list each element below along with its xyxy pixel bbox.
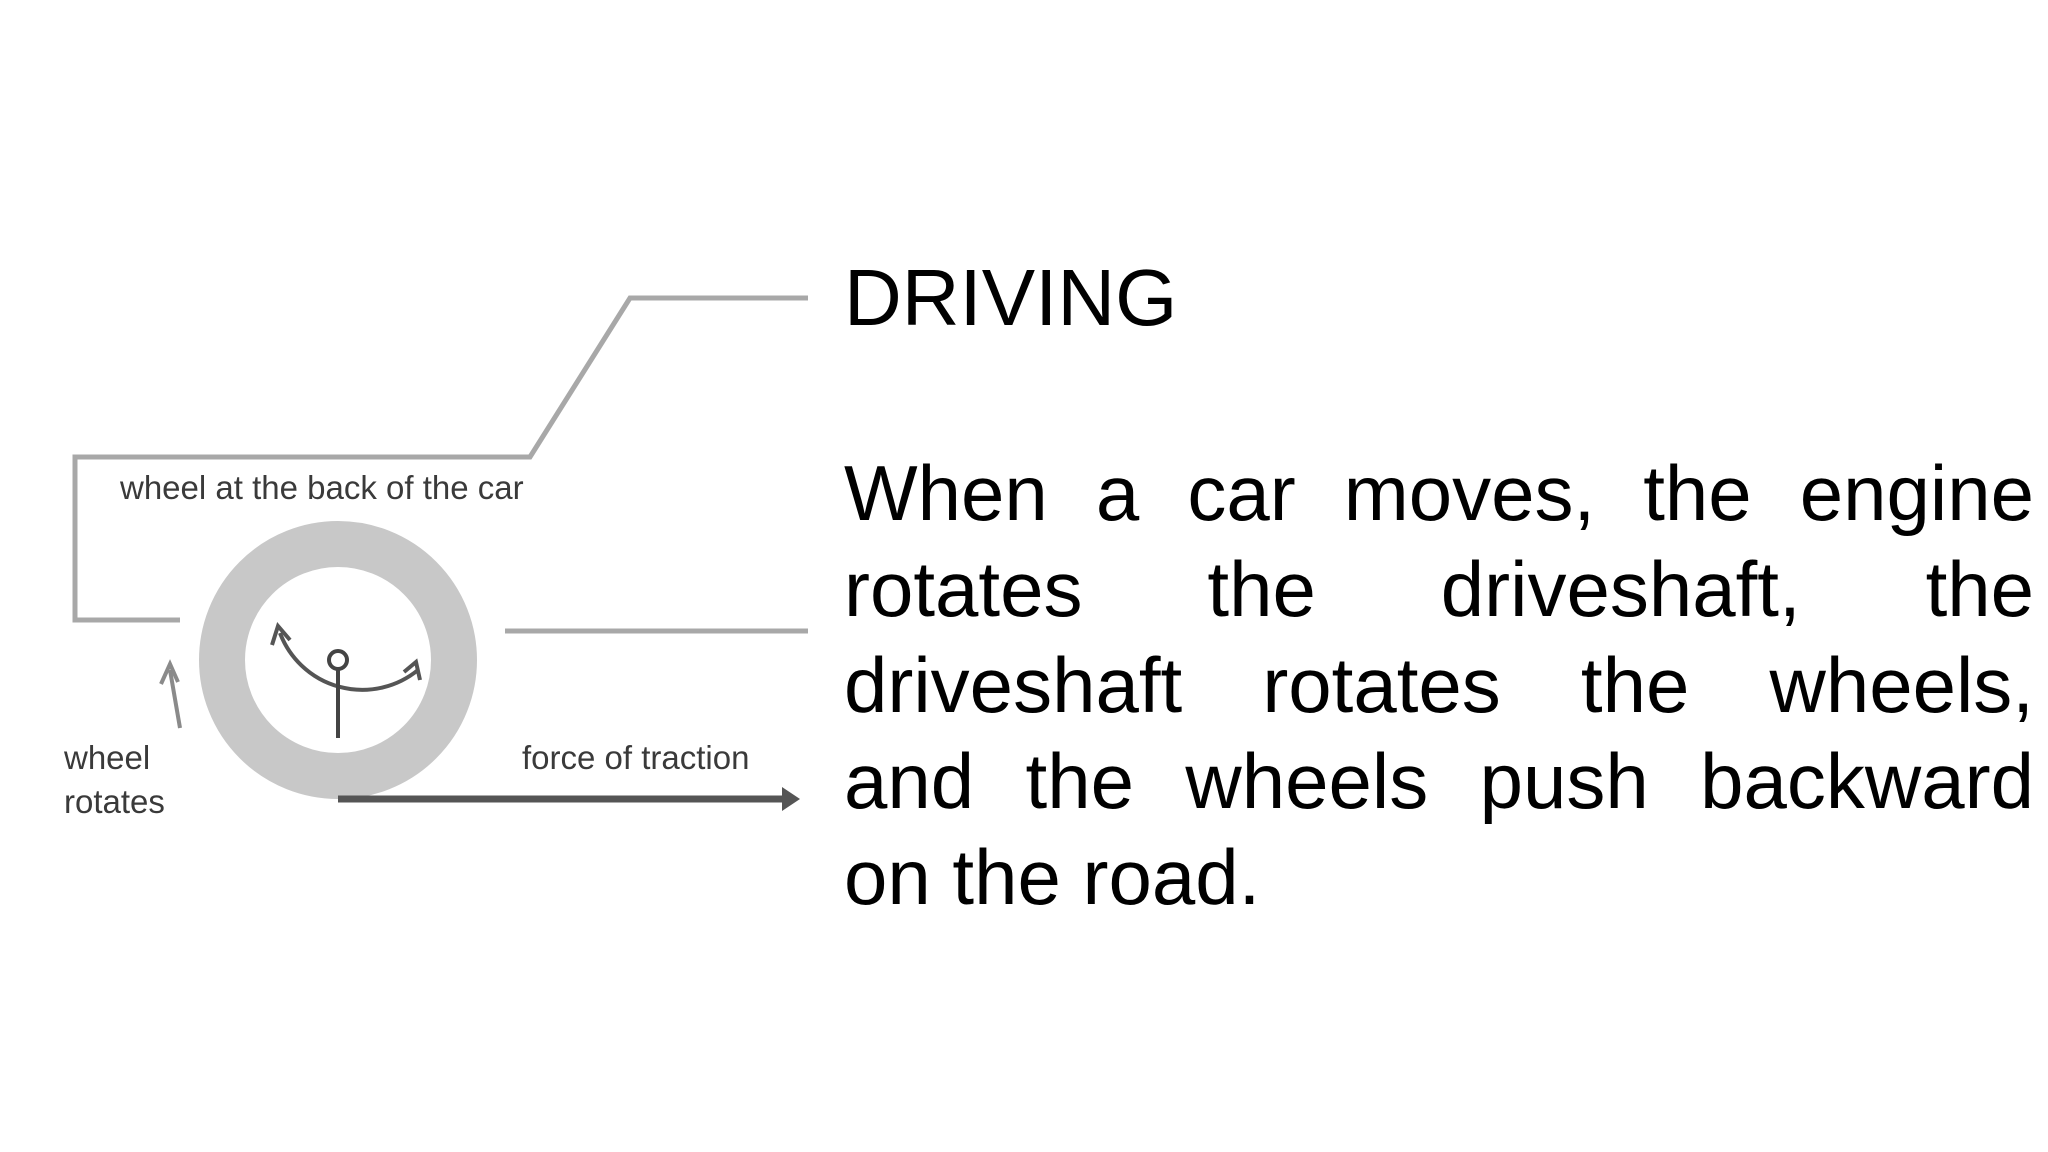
paragraph-word: When bbox=[844, 449, 1048, 537]
paragraph-word: rotates bbox=[844, 545, 1083, 633]
label-wheel-at-back: wheel at the back of the car bbox=[120, 469, 524, 506]
rotation-arc bbox=[278, 632, 420, 692]
wheel-diagram: wheel at the back of the car wheel rotat… bbox=[0, 0, 820, 1152]
label-wheel-rotates-line-2: rotates bbox=[64, 783, 165, 820]
paragraph-word: the bbox=[1580, 641, 1690, 729]
paragraph-line-5: on the road. bbox=[844, 833, 1261, 921]
traction-arrowhead bbox=[782, 787, 800, 811]
paragraph-word: driveshaft bbox=[844, 641, 1183, 729]
paragraph-word: and bbox=[844, 737, 975, 825]
paragraph-word: the bbox=[1207, 545, 1316, 633]
wheel-rotates-arrowhead bbox=[159, 659, 180, 685]
rotation-arrowhead-left bbox=[270, 621, 292, 646]
paragraph-word: rotates bbox=[1262, 641, 1501, 729]
label-force-of-traction: force of traction bbox=[522, 739, 750, 776]
paragraph-line-2: rotates the driveshaft, the bbox=[844, 541, 2034, 637]
paragraph-word: engine bbox=[1799, 449, 2034, 537]
rotation-arrowhead-right bbox=[402, 658, 422, 681]
wheel bbox=[199, 521, 477, 799]
paragraph-word: wheels, bbox=[1769, 641, 2034, 729]
slide-title: DRIVING bbox=[844, 253, 1178, 342]
paragraph-word: moves, bbox=[1343, 449, 1596, 537]
paragraph-word: the bbox=[1925, 545, 2034, 633]
wheel-rotates-arrow bbox=[168, 669, 182, 729]
label-wheel-rotates: wheel rotates bbox=[64, 736, 165, 824]
label-wheel-rotates-line-1: wheel bbox=[64, 739, 151, 776]
paragraph-line-3: driveshaft rotates the wheels, bbox=[844, 637, 2034, 733]
paragraph-word: the bbox=[1025, 737, 1134, 825]
paragraph-word: backward bbox=[1700, 737, 2034, 825]
paragraph-word: wheels bbox=[1185, 737, 1429, 825]
paragraph-word: push bbox=[1479, 737, 1649, 825]
paragraph-word: car bbox=[1187, 449, 1296, 537]
paragraph-word: the bbox=[1643, 449, 1752, 537]
paragraph-word: driveshaft, bbox=[1440, 545, 1801, 633]
wheel-hub bbox=[327, 649, 349, 671]
car-body-outline bbox=[72, 295, 808, 623]
paragraph-word: a bbox=[1095, 449, 1140, 537]
